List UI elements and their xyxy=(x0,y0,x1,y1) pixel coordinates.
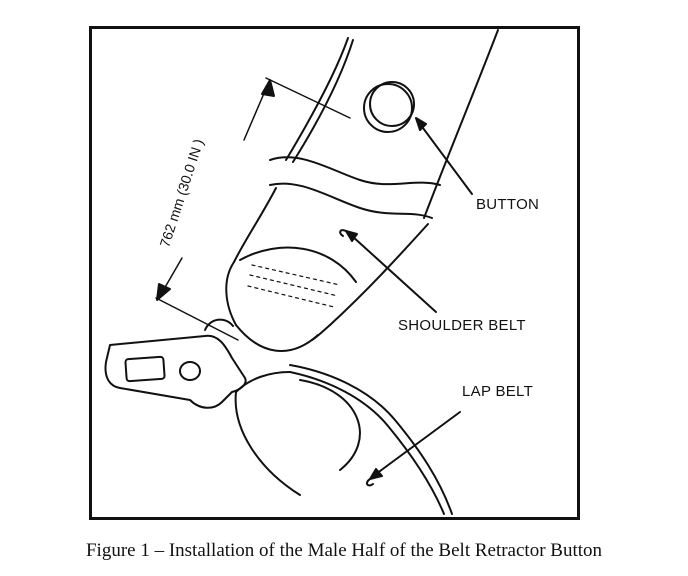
latch-slot xyxy=(124,355,166,383)
button-label: BUTTON xyxy=(476,196,540,213)
belt-fold-stitch-1 xyxy=(251,264,341,286)
latch-tab-top xyxy=(204,318,234,331)
lap-belt-label: LAP BELT xyxy=(462,383,534,400)
belt-break-bottom xyxy=(269,182,433,219)
dimension-arrow-bottom xyxy=(156,283,171,301)
dimension-ext-bottom xyxy=(155,297,239,341)
dimension-ext-top xyxy=(265,77,351,119)
belt-wrap-left xyxy=(225,261,237,326)
lap-leader-line xyxy=(375,411,461,475)
lap-belt-edge-upper-inner xyxy=(289,371,445,515)
belt-fold-stitch-2 xyxy=(249,274,339,297)
shoulder-belt-label: SHOULDER BELT xyxy=(398,317,526,334)
button-leader-head xyxy=(415,117,427,131)
belt-wrap-right xyxy=(311,324,331,341)
button-back xyxy=(363,83,413,133)
lap-leader-head xyxy=(369,468,383,480)
belt-fold-curve xyxy=(239,246,357,283)
belt-fold-stitch-3 xyxy=(247,285,335,308)
button-leader-line xyxy=(419,123,473,195)
figure-frame xyxy=(89,26,580,520)
shoulder-belt-edge-right xyxy=(329,223,429,326)
figure-caption: Figure 1 – Installation of the Male Half… xyxy=(85,540,603,561)
lap-belt-edge-lower xyxy=(234,391,301,496)
latch-plate xyxy=(104,334,247,409)
belt-upper-edge-left xyxy=(285,37,349,161)
shoulder-leader-line xyxy=(351,235,437,313)
lap-belt-fold-curve xyxy=(299,379,361,471)
belt-upper-edge-right xyxy=(423,29,499,219)
dimension-arrow-top xyxy=(261,79,275,97)
lap-belt-wrap xyxy=(235,371,291,393)
belt-upper-edge-left-inner xyxy=(292,39,354,163)
shoulder-leader-tail xyxy=(339,229,347,237)
lap-belt-edge-upper xyxy=(289,364,453,515)
belt-break-top xyxy=(269,156,441,186)
belt-wrap-bottom xyxy=(235,324,319,352)
lap-leader-tail xyxy=(366,478,374,487)
latch-rivet xyxy=(179,361,201,381)
shoulder-leader-head xyxy=(345,230,358,242)
button-front xyxy=(369,81,415,127)
shoulder-belt-edge-left xyxy=(233,187,277,263)
